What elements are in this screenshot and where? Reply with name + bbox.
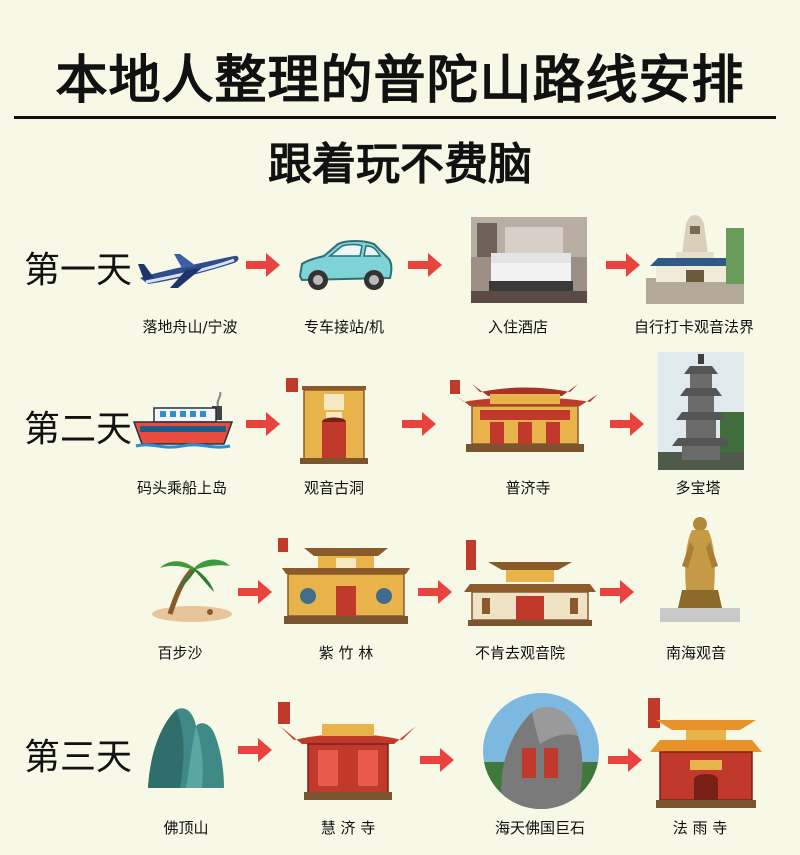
stop-caption: 佛顶山 — [163, 819, 209, 837]
arrow-right-icon — [246, 412, 280, 436]
stop-caption: 不肯去观音院 — [474, 644, 565, 662]
mountain-icon — [146, 704, 226, 788]
stop-caption: 码头乘船上岛 — [136, 479, 227, 497]
arrow-right-icon — [420, 748, 454, 772]
arrow-right-icon — [600, 580, 634, 604]
page-subtitle: 跟着玩不费脑 — [268, 139, 532, 190]
arrow-right-icon — [238, 580, 272, 604]
stop-caption: 入住酒店 — [487, 318, 548, 336]
guanyin-realm-building-icon — [646, 208, 744, 304]
arrow-right-icon — [606, 253, 640, 277]
stop-caption: 慧 济 寺 — [320, 819, 376, 837]
arrow-right-icon — [610, 412, 644, 436]
huiji-temple-icon — [278, 702, 418, 800]
palm-beach-icon — [152, 556, 234, 622]
arrow-right-icon — [246, 253, 280, 277]
hotel-room-icon — [471, 217, 587, 303]
title-underline — [14, 116, 776, 119]
ferry-icon — [132, 392, 234, 450]
stop-caption: 观音古洞 — [303, 479, 364, 497]
guanyin-statue-icon — [660, 512, 740, 622]
stop-caption: 南海观音 — [665, 644, 726, 662]
stop-caption: 紫 竹 林 — [318, 644, 374, 662]
inscribed-rock-icon — [482, 692, 600, 810]
purple-bamboo-temple-icon — [278, 538, 414, 624]
fayu-temple-icon — [646, 698, 766, 808]
stop-caption: 普济寺 — [505, 479, 551, 497]
day-label-3: 第三天 — [24, 737, 133, 778]
page-title: 本地人整理的普陀山路线安排 — [55, 51, 745, 111]
pagoda-icon — [658, 352, 744, 470]
stop-caption: 自行打卡观音法界 — [633, 318, 754, 336]
stop-caption: 法 雨 寺 — [672, 819, 728, 837]
arrow-right-icon — [402, 412, 436, 436]
bukenqu-temple-icon — [462, 540, 598, 626]
stop-caption: 落地舟山/宁波 — [142, 318, 238, 336]
arrow-right-icon — [608, 748, 642, 772]
arrow-right-icon — [408, 253, 442, 277]
stop-caption: 专车接站/机 — [303, 318, 385, 336]
stop-caption: 百步沙 — [157, 644, 203, 662]
puji-temple-icon — [450, 380, 600, 452]
arrow-right-icon — [418, 580, 452, 604]
arrow-right-icon — [238, 738, 272, 762]
airplane-icon — [136, 242, 242, 290]
car-icon — [294, 238, 396, 294]
day-label-2: 第二天 — [24, 409, 133, 450]
ancient-cave-temple-icon — [286, 378, 382, 464]
stop-caption: 多宝塔 — [675, 479, 721, 497]
day-label-1: 第一天 — [24, 250, 133, 291]
stop-caption: 海天佛国巨石 — [494, 819, 585, 837]
